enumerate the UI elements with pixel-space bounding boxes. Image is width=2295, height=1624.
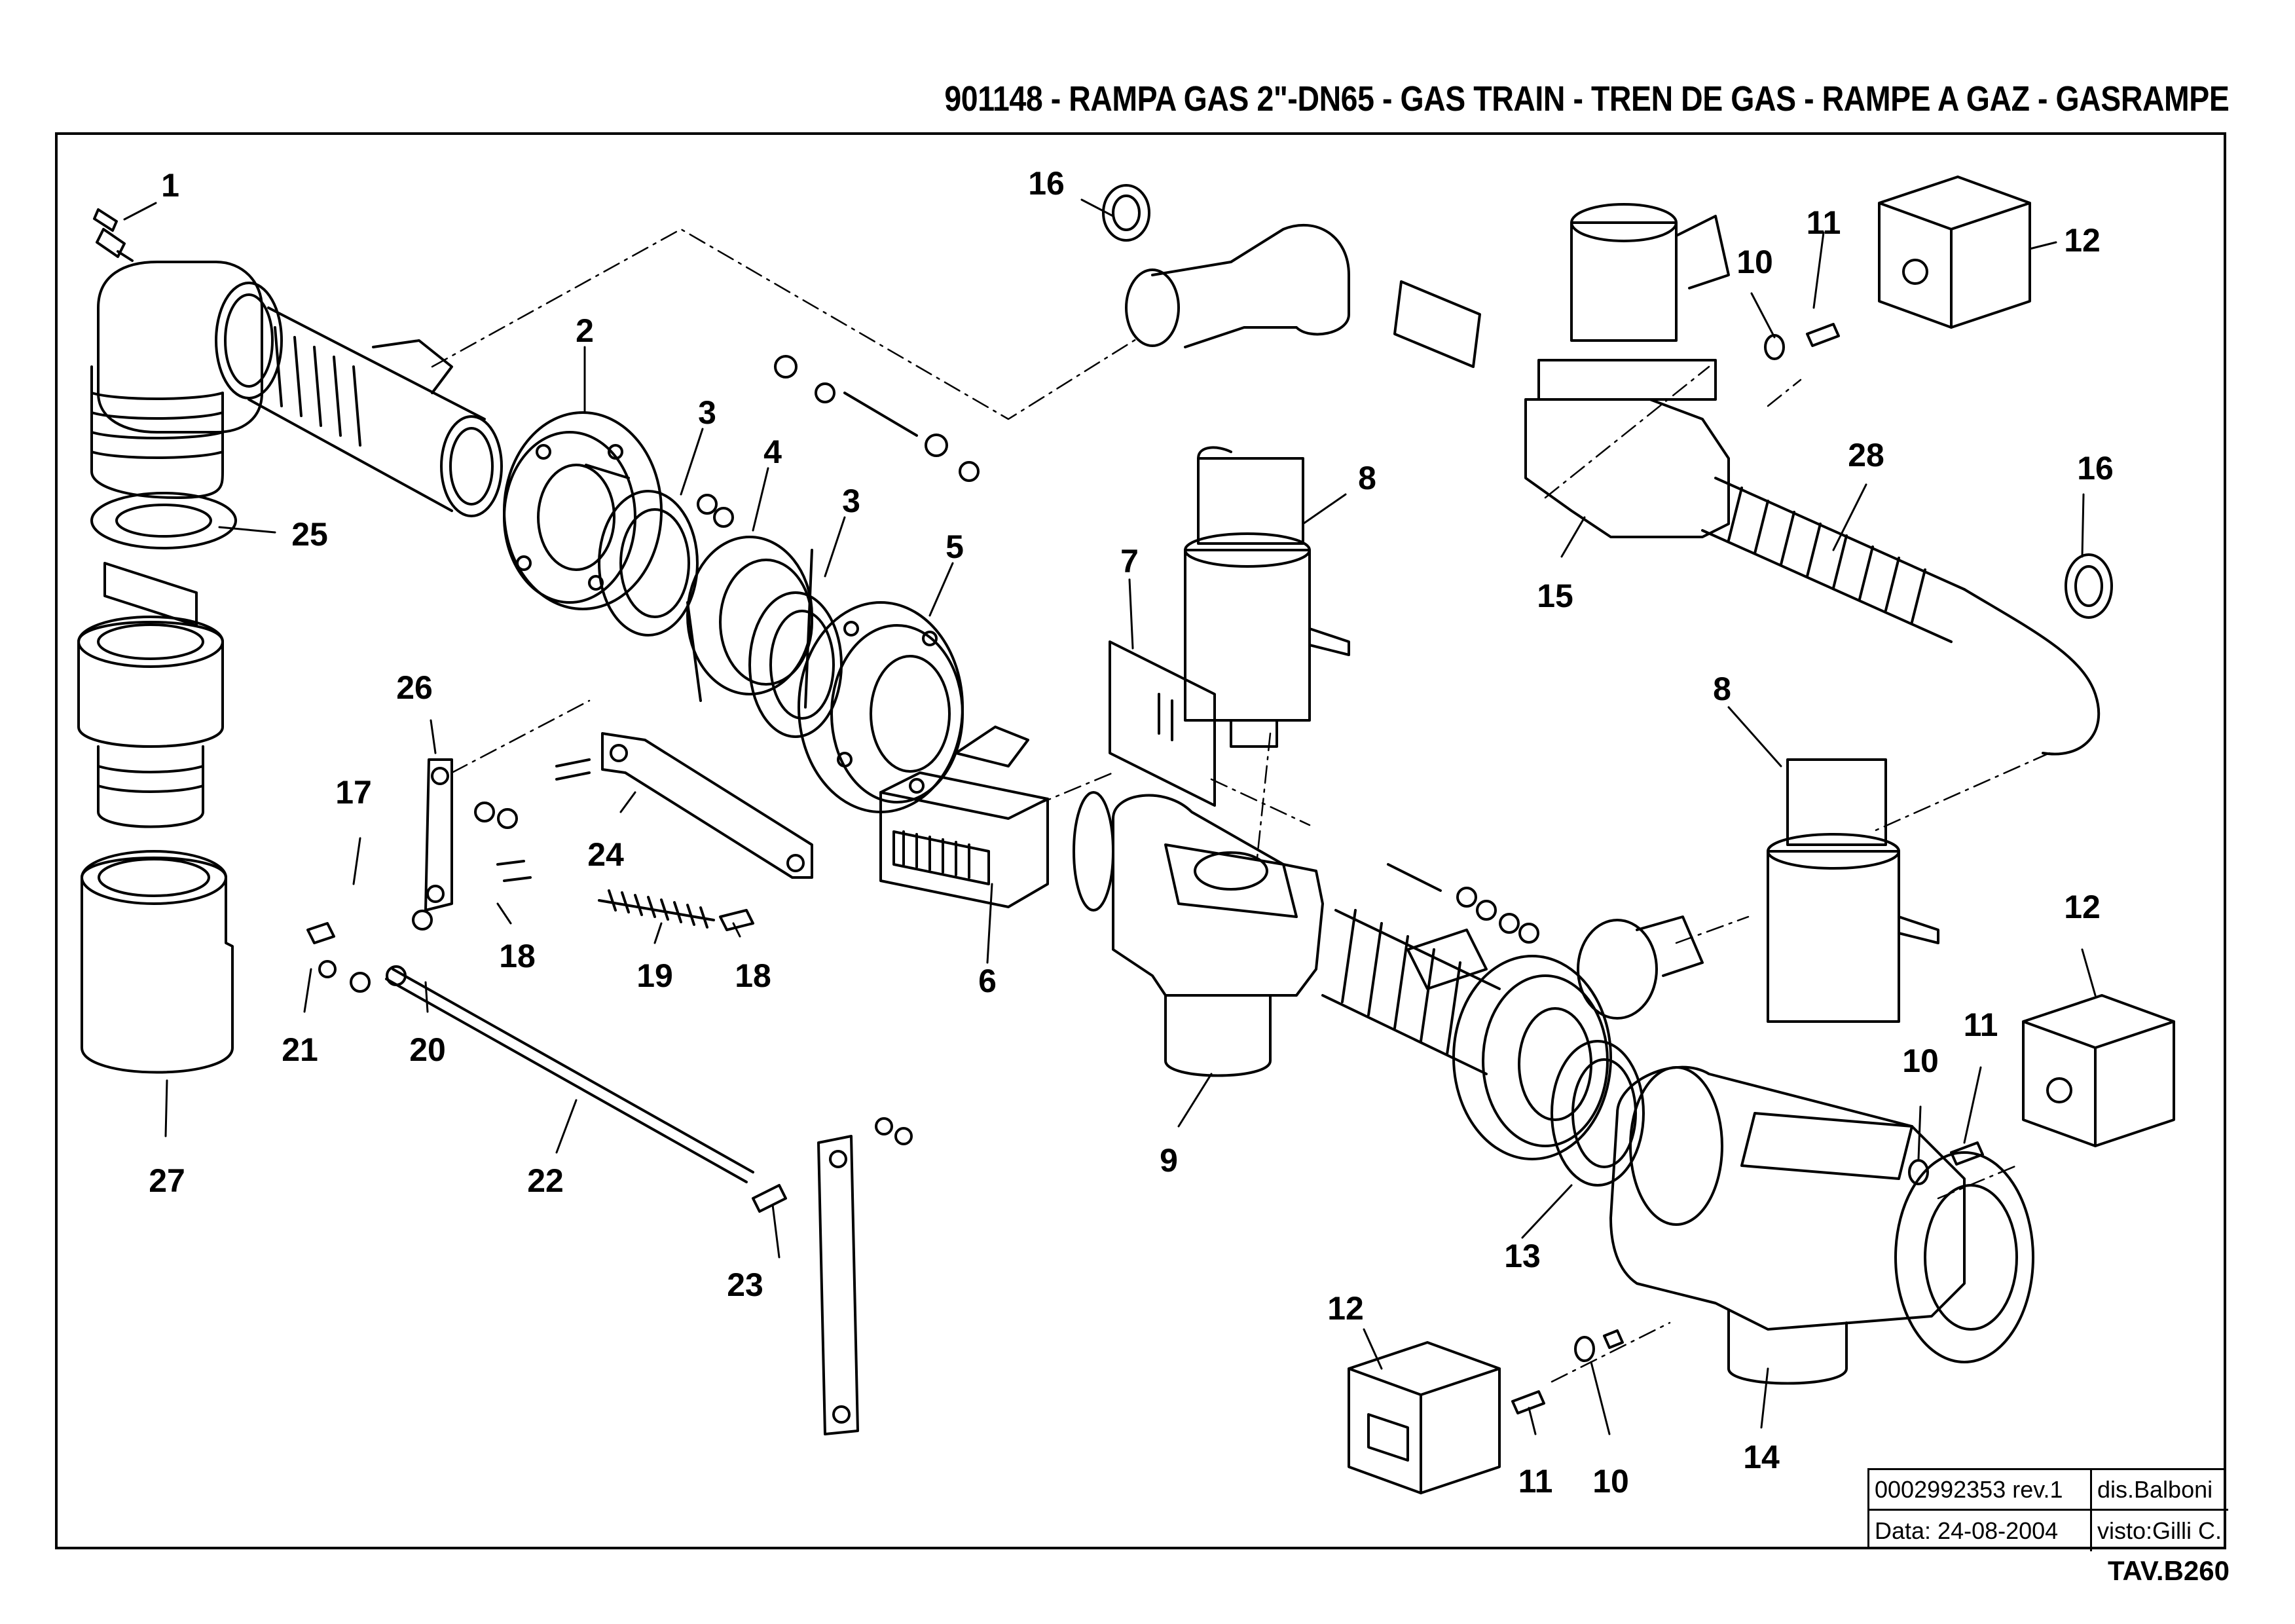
callout-leaders: [123, 198, 2097, 1435]
part-1-nipple: [93, 208, 134, 262]
title-block: 0002992353 rev.1 dis.Balboni Data: 24-08…: [1867, 1468, 2228, 1551]
part-lower-flange: [1452, 955, 1612, 1160]
part-upper-elbow: [1125, 223, 1481, 368]
callout-12: 12: [1327, 1290, 1364, 1327]
callout-3: 3: [698, 394, 716, 431]
callout-21: 21: [282, 1031, 318, 1068]
callout-20: 20: [409, 1031, 446, 1068]
part-long-nipple: [248, 306, 503, 517]
callout-10: 10: [1736, 244, 1773, 280]
callout-18: 18: [735, 957, 771, 994]
callout-28: 28: [1848, 437, 1884, 473]
callout-13: 13: [1504, 1238, 1541, 1274]
part-5-flange: [798, 601, 964, 813]
callout-9: 9: [1160, 1142, 1178, 1179]
part-6-pressure-switch: [879, 726, 1049, 908]
part-19-spring: [598, 889, 715, 929]
drawing-frame: [55, 132, 2226, 1549]
callout-17: 17: [335, 774, 372, 811]
part-3-gasket-b: [748, 591, 843, 738]
callout-23: 23: [727, 1266, 763, 1303]
callout-24: 24: [587, 836, 624, 873]
callout-11: 11: [1806, 204, 1841, 241]
callout-8: 8: [1358, 460, 1376, 496]
part-24-bracket: [555, 732, 813, 879]
callout-3: 3: [842, 483, 860, 519]
part-12-servo-top: [1878, 175, 2031, 329]
part-15-upper-valve: [1524, 203, 1730, 538]
part-union: [77, 562, 224, 828]
drawing-title: 901148 - RAMPA GAS 2"-DN65 - GAS TRAIN -…: [944, 79, 2229, 119]
part-12-servo-bottom: [1348, 1341, 1501, 1494]
checked-by: visto:Gilli C.: [2097, 1517, 2222, 1544]
assembly-axis-lines: [431, 228, 2051, 1383]
drawn-by: dis.Balboni: [2092, 1470, 2228, 1511]
drawing-code: 0002992353 rev.1: [1869, 1470, 2092, 1511]
callout-10: 10: [1592, 1463, 1629, 1500]
part-9-valve-body: [1073, 791, 1324, 1077]
callout-6: 6: [978, 963, 997, 999]
callout-1: 1: [161, 167, 179, 204]
part-pipe-corrugated-lower: [1321, 909, 1501, 1075]
callout-15: 15: [1537, 578, 1573, 614]
part-23-lower-lever: [817, 1135, 859, 1435]
callout-8: 8: [1713, 671, 1731, 707]
callout-26: 26: [396, 669, 433, 706]
callout-7: 7: [1120, 543, 1139, 580]
callout-12: 12: [2064, 889, 2101, 925]
callout-14: 14: [1743, 1439, 1780, 1475]
callout-16: 16: [2077, 450, 2114, 487]
callout-5: 5: [946, 528, 964, 565]
part-4-filter: [686, 536, 813, 709]
callout-19: 19: [636, 957, 673, 994]
part-2-flange: [503, 411, 663, 610]
callout-10: 10: [1902, 1043, 1939, 1079]
callout-16: 16: [1028, 165, 1065, 202]
part-3-gasket-a: [598, 490, 699, 637]
part-14-main-valve: [1609, 1065, 2034, 1385]
callout-22: 22: [527, 1162, 564, 1199]
part-8-valve-coil-upper: [1184, 446, 1350, 748]
part-26-lever: [424, 758, 453, 912]
callout-11: 11: [1963, 1006, 1998, 1043]
callout-18: 18: [499, 938, 536, 974]
callout-12: 12: [2064, 222, 2101, 259]
callout-25: 25: [291, 516, 328, 553]
sheet-code: TAV.B260: [2108, 1555, 2230, 1586]
callout-2: 2: [576, 312, 594, 349]
part-28-flexible-hose: [1701, 477, 2101, 756]
small-hardware: [306, 184, 2113, 1414]
callout-27: 27: [149, 1162, 185, 1199]
callout-4: 4: [763, 434, 782, 470]
part-8-valve-coil-lower: [1767, 758, 1939, 1023]
part-22-rod: [385, 968, 754, 1183]
part-7-plate: [1109, 640, 1216, 807]
part-27-reducer: [81, 850, 234, 1074]
callout-11: 11: [1518, 1463, 1553, 1500]
drawing-date: Data: 24-08-2004: [1869, 1511, 2092, 1551]
part-25-gasket: [90, 492, 237, 549]
part-12-servo-right: [2022, 994, 2175, 1147]
part-elbow-upper-left: [90, 261, 283, 499]
